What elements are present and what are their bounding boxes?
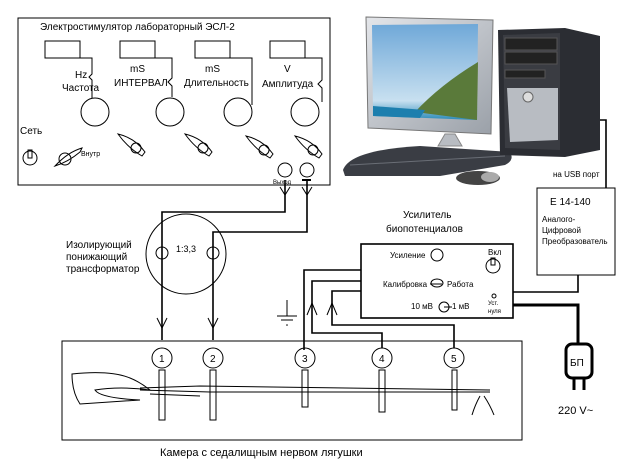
display-duration [194,40,231,59]
adc-label-3: Преобразователь [542,237,608,246]
internal-sync-switch[interactable] [53,147,83,168]
amplitude-label: Амплитуда [262,79,314,90]
muscle [71,372,152,405]
range-low-label: 10 мВ [411,302,433,311]
gain-label: Усиление [390,251,426,260]
duration-label: Длительность [184,78,249,89]
amplifier-title-1: Усилитель [403,210,451,221]
output-range-switch[interactable] [293,135,323,159]
power-cable [513,303,580,345]
power-label: Сеть [20,126,42,137]
stimulator-panel: Электростимулятор лабораторный ЭСЛ-2 Hz … [17,17,331,186]
electrode-5: 5 [443,347,465,411]
electrode-4: 4 [371,347,393,413]
work-label: Работа [447,280,474,289]
display-frequency [44,40,81,59]
electrode-2: 2 [202,347,224,421]
adc-converter: E 14-140 Аналого- Цифровой Преобразовате… [536,187,616,276]
svg-text:1: 1 [159,354,165,365]
display-interval [119,40,156,59]
interval-range-switch[interactable] [116,133,146,157]
adc-label-1: Аналого- [542,215,576,224]
transformer: 1:3,3 Изолирующий понижающий трансформат… [66,213,227,295]
zero-adjust[interactable] [491,293,497,299]
on-switch[interactable] [485,257,501,274]
range-high-label: 1 мВ [452,302,470,311]
zero-label-1: Уст. [488,301,498,307]
interval-unit: mS [130,64,145,75]
transformer-ratio: 1:3,3 [176,244,196,254]
on-label: Вкл [488,248,502,257]
biopotential-amplifier: Усилитель биопотенциалов Усиление Вкл Ка… [360,210,514,319]
electrode-1: 1 [151,347,173,421]
power-switch[interactable] [22,149,38,166]
svg-text:3: 3 [302,354,308,365]
mouse [456,171,500,185]
sciatic-nerve [139,385,491,397]
amplifier-title-2: биопотенциалов [386,223,463,235]
interval-knob[interactable] [155,97,185,127]
power-supply: БП [564,342,594,390]
gain-knob[interactable] [430,248,444,262]
svg-text:2: 2 [210,354,216,365]
transformer-label-3: трансформатор [66,263,140,275]
svg-text:4: 4 [379,354,385,365]
electrode-3: 3 [294,347,316,408]
amplitude-range-switch[interactable] [244,135,274,159]
output-terminal-1[interactable] [277,162,293,178]
mains-voltage: 220 V~ [558,405,593,417]
nerve-chamber: 1 2 3 4 5 [61,340,523,441]
frequency-unit: Hz [75,70,87,81]
output-label: Выход [273,180,291,186]
svg-text:5: 5 [451,354,457,365]
chamber-label: Камера с седалищным нервом лягушки [160,447,363,459]
amplitude-unit: V [284,64,291,75]
duration-knob[interactable] [223,97,253,127]
range-switch[interactable] [438,301,452,313]
usb-cable [600,119,607,188]
transformer-label-2: понижающий [66,252,127,263]
frequency-label: Частота [62,83,100,94]
zero-label-2: нуля [488,309,501,315]
recording-wires [303,269,455,350]
calibration-work-switch[interactable] [430,278,444,288]
keyboard [343,146,512,176]
usb-label: на USB порт [553,170,600,179]
output-terminal-2[interactable] [299,162,315,178]
display-amplitude [269,40,306,59]
frequency-knob[interactable] [80,97,110,127]
duration-range-switch[interactable] [183,133,213,157]
adc-amplifier-wire [513,275,579,293]
calibration-label: Калибровка [383,280,428,289]
computer [343,16,600,185]
transformer-label-1: Изолирующий [66,240,132,251]
internal-label: Внутр [81,151,100,158]
system-unit [498,28,600,157]
amplitude-knob[interactable] [290,97,320,127]
adc-label-2: Цифровой [542,226,581,235]
duration-unit: mS [205,64,220,75]
interval-label: ИНТЕРВАЛ [114,78,168,89]
power-supply-label: БП [570,358,584,369]
stimulator-wires [156,180,313,340]
adc-model: E 14-140 [550,197,591,208]
stimulator-title: Электростимулятор лабораторный ЭСЛ-2 [40,21,235,33]
monitor [365,16,494,147]
ground-icon [277,300,297,326]
